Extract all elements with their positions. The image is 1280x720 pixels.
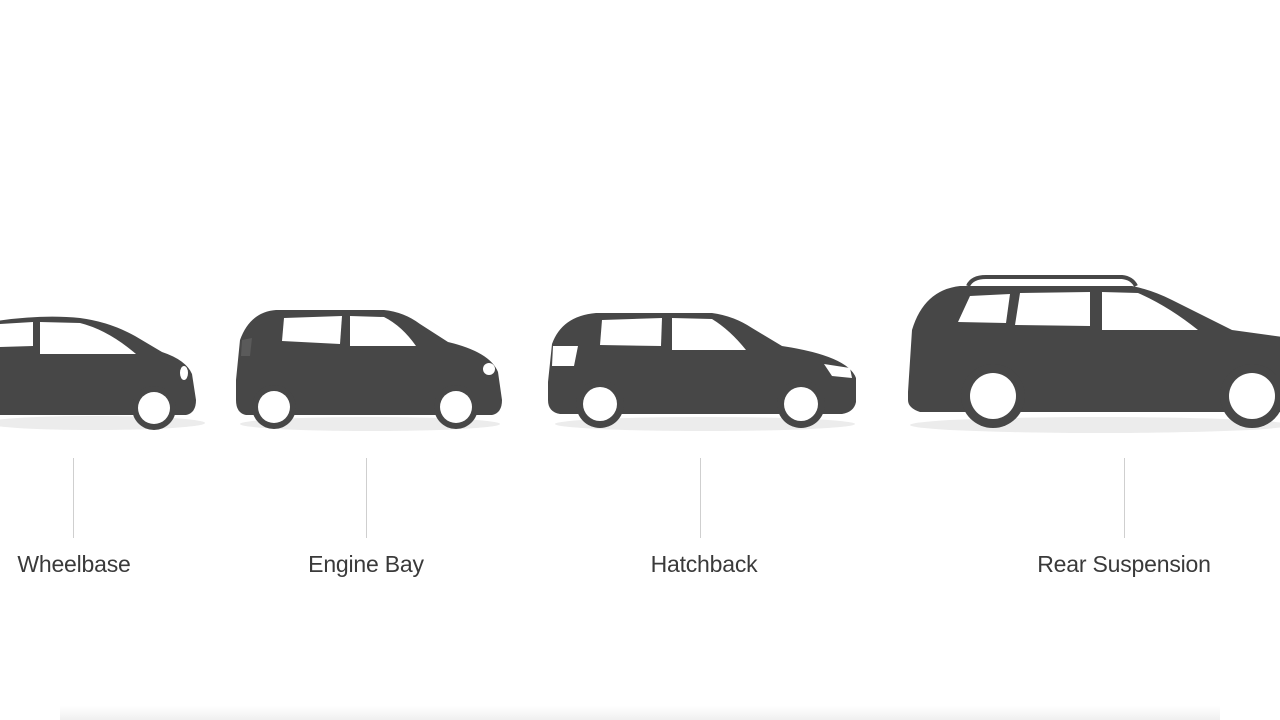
car-4-window-middle xyxy=(1015,292,1090,326)
car-2-hatchback xyxy=(236,310,502,429)
car-2-window-front xyxy=(350,316,416,346)
car-3-window-front xyxy=(672,318,746,350)
car-2-window-rear xyxy=(282,316,342,344)
leader-line-rear-suspension xyxy=(1124,458,1125,538)
shadow-car-1 xyxy=(0,416,205,430)
label-wheelbase: Wheelbase xyxy=(17,551,131,577)
shadow-car-4 xyxy=(910,417,1280,433)
bottom-fade xyxy=(60,706,1220,720)
car-4-hub-rear xyxy=(970,373,1016,419)
car-4-window-front xyxy=(1102,292,1198,330)
shadow-car-2 xyxy=(240,417,500,431)
car-1-hatchback xyxy=(0,316,196,430)
label-rear-suspension: Rear Suspension xyxy=(1037,551,1211,577)
leader-line-wheelbase xyxy=(73,458,74,538)
car-1-headlight xyxy=(180,366,188,380)
car-1-window-front xyxy=(40,322,136,354)
car-3-hatchback xyxy=(548,313,856,428)
car-3-taillight xyxy=(552,346,578,366)
car-4-roof-rail xyxy=(966,275,1138,287)
car-4-suv xyxy=(908,275,1280,428)
car-2-hub-front xyxy=(440,391,472,423)
leader-line-hatchback xyxy=(700,458,701,538)
car-3-headlight xyxy=(824,364,852,378)
car-3-hub-rear xyxy=(583,387,617,421)
label-engine-bay: Engine Bay xyxy=(308,551,424,577)
label-hatchback: Hatchback xyxy=(650,551,758,577)
leader-line-engine-bay xyxy=(366,458,367,538)
car-2-hub-rear xyxy=(258,391,290,423)
car-1-hub-front xyxy=(138,392,170,424)
car-2-taillight xyxy=(241,338,252,356)
car-1-window-rear xyxy=(0,322,33,347)
car-3-window-rear xyxy=(600,318,662,346)
car-4-window-rear xyxy=(958,294,1010,323)
shadow-car-3 xyxy=(555,417,855,431)
car-4-hub-front xyxy=(1229,373,1275,419)
ground-shadows xyxy=(0,416,1280,433)
car-2-headlight xyxy=(483,363,495,375)
car-3-hub-front xyxy=(784,387,818,421)
